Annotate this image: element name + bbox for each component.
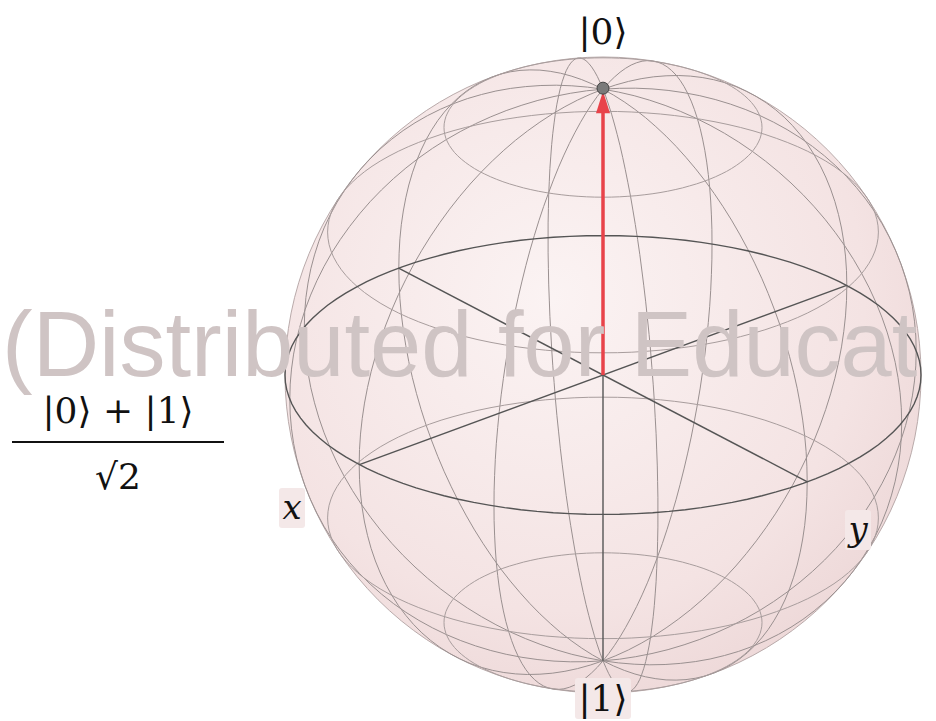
axis-label: y bbox=[845, 510, 870, 549]
watermark: (Distributed for Educat bbox=[2, 292, 917, 398]
ket-label: |0⟩ bbox=[578, 11, 627, 52]
fraction-denominator: √2 bbox=[95, 456, 141, 497]
ket-label: |1⟩ bbox=[575, 678, 630, 719]
fraction-numerator: |0⟩ + |1⟩ bbox=[42, 390, 193, 431]
fraction-bar bbox=[12, 441, 224, 443]
axis-label: x bbox=[279, 488, 304, 527]
state-point bbox=[597, 82, 609, 94]
